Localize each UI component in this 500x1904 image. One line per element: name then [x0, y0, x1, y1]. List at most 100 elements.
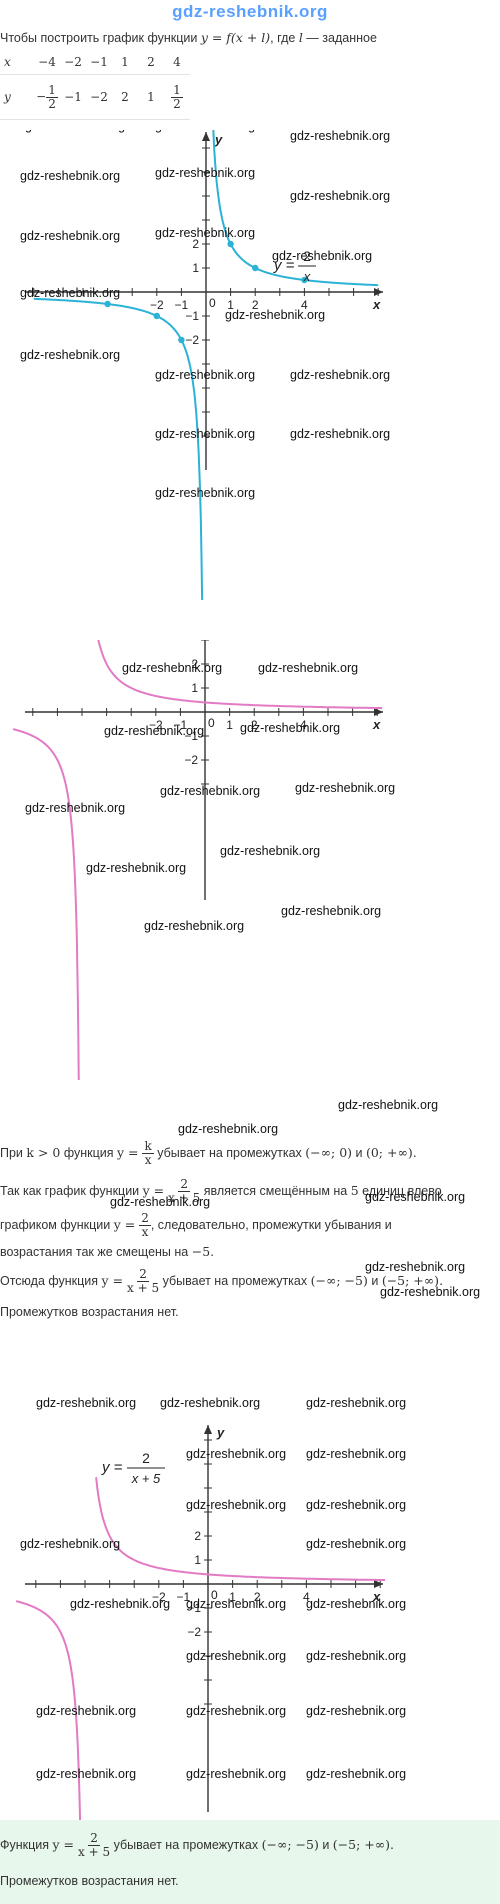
watermark: gdz-reshebnik.org	[220, 844, 320, 858]
watermark: gdz-reshebnik.org	[160, 784, 260, 798]
x-axis-arrow-icon	[374, 708, 383, 716]
watermark: gdz-reshebnik.org	[20, 286, 120, 300]
watermark: gdz-reshebnik.org	[281, 904, 381, 918]
function-label-prefix: y =	[101, 1459, 123, 1476]
table-header-x: x	[0, 50, 34, 75]
watermark: gdz-reshebnik.org	[20, 1537, 120, 1551]
table-cell: 1	[138, 74, 164, 120]
table-header-y: y	[0, 74, 34, 120]
watermark: gdz-reshebnik.org	[338, 1098, 439, 1112]
explanation-line-4: возрастания так же смещены на −5.	[0, 1244, 215, 1259]
x-axis-arrow-icon	[374, 1580, 383, 1588]
watermark: gdz-reshebnik.org	[160, 1396, 260, 1410]
watermark: gdz-reshebnik.org	[155, 226, 255, 240]
table-cell: 4	[164, 50, 190, 75]
table-cell: −1	[60, 74, 86, 120]
watermark: gdz-reshebnik.org	[86, 861, 186, 875]
watermark: gdz-reshebnik.org	[306, 1396, 406, 1410]
curve-branch-left	[12, 728, 80, 1080]
data-point	[227, 240, 234, 248]
table-cell: −1	[86, 50, 112, 75]
x-tick-label: 1	[226, 718, 233, 732]
data-point	[252, 264, 259, 272]
x-tick-label: −2	[150, 298, 164, 312]
intro-formula: y = f(x + l)	[200, 30, 271, 45]
y-tick-label: −2	[185, 333, 199, 347]
watermark: gdz-reshebnik.org	[272, 249, 372, 263]
watermark: gdz-reshebnik.org	[290, 368, 390, 382]
y-tick-label: 2	[191, 657, 198, 671]
watermark: gdz-reshebnik.org	[36, 1767, 136, 1781]
watermark: gdz-reshebnik.org	[110, 1195, 211, 1209]
x-tick-label: −1	[174, 718, 188, 732]
watermark: gdz-reshebnik.org	[155, 427, 255, 441]
conclusion-line-2: Промежутков возрастания нет.	[0, 1874, 179, 1888]
y-axis-arrow-icon	[202, 132, 210, 141]
table-cell: −2	[86, 74, 112, 120]
y-tick-label: 1	[192, 261, 199, 275]
watermark: gdz-reshebnik.org	[70, 1597, 170, 1611]
watermark: gdz-reshebnik.org	[144, 919, 244, 933]
curve-branch-left	[33, 297, 204, 600]
x-tick-label: −1	[177, 1590, 191, 1604]
data-point	[104, 300, 111, 308]
function-label-numerator: 2	[303, 248, 311, 264]
origin-label: 0	[208, 716, 215, 730]
watermark: gdz-reshebnik.org	[306, 1498, 406, 1512]
x-tick-label: −1	[175, 298, 189, 312]
table-cell: −2	[60, 50, 86, 75]
watermark: gdz-reshebnik.org	[365, 1190, 466, 1204]
site-title[interactable]: gdz-reshebnik.org	[172, 2, 328, 21]
x-axis-label: x	[372, 297, 381, 312]
y-tick-label: −1	[187, 1601, 201, 1615]
intro-prefix: Чтобы построить график функции	[0, 31, 201, 45]
x-tick-label: 2	[251, 718, 258, 732]
y-tick-label: −2	[184, 753, 198, 767]
x-tick-label: 1	[229, 1590, 236, 1604]
watermark: gdz-reshebnik.org	[186, 1447, 286, 1461]
y-tick-label: 1	[194, 1553, 201, 1567]
y-tick-label: −1	[185, 309, 199, 323]
table-cell: 2	[138, 50, 164, 75]
function-label-denominator: x	[303, 269, 311, 284]
intro-var: l	[298, 30, 303, 45]
watermark: gdz-reshebnik.org	[306, 1537, 406, 1551]
watermark: gdz-reshebnik.org	[306, 1649, 406, 1663]
watermark: gdz-reshebnik.org	[290, 189, 390, 203]
watermark: gdz-reshebnik.org	[25, 130, 125, 133]
watermark: gdz-reshebnik.org	[186, 1767, 286, 1781]
table-cell: 1	[112, 50, 138, 75]
intro-text: Чтобы построить график функции y = f(x +…	[0, 30, 377, 45]
watermark: gdz-reshebnik.org	[258, 661, 358, 675]
y-axis-arrow-icon	[204, 1425, 212, 1434]
watermark: gdz-reshebnik.org	[155, 486, 255, 500]
x-tick-label: 1	[227, 298, 234, 312]
watermark: gdz-reshebnik.org	[306, 1767, 406, 1781]
watermark: gdz-reshebnik.org	[225, 308, 325, 322]
table-cell: −4	[34, 50, 60, 75]
watermark: gdz-reshebnik.org	[306, 1704, 406, 1718]
watermark: gdz-reshebnik.org	[290, 427, 390, 441]
watermark: gdz-reshebnik.org	[380, 1285, 481, 1299]
watermark: gdz-reshebnik.org	[20, 229, 120, 243]
y-axis-label: y	[214, 132, 223, 147]
x-axis-label: x	[372, 717, 381, 732]
y-axis-label: y	[216, 1425, 225, 1440]
curve-branch-right	[212, 130, 379, 287]
watermark: gdz-reshebnik.org	[104, 724, 204, 738]
table-row: x −4 −2 −1 1 2 4	[0, 50, 190, 75]
x-tick-label: 4	[300, 718, 307, 732]
watermark: gdz-reshebnik.org	[295, 781, 395, 795]
